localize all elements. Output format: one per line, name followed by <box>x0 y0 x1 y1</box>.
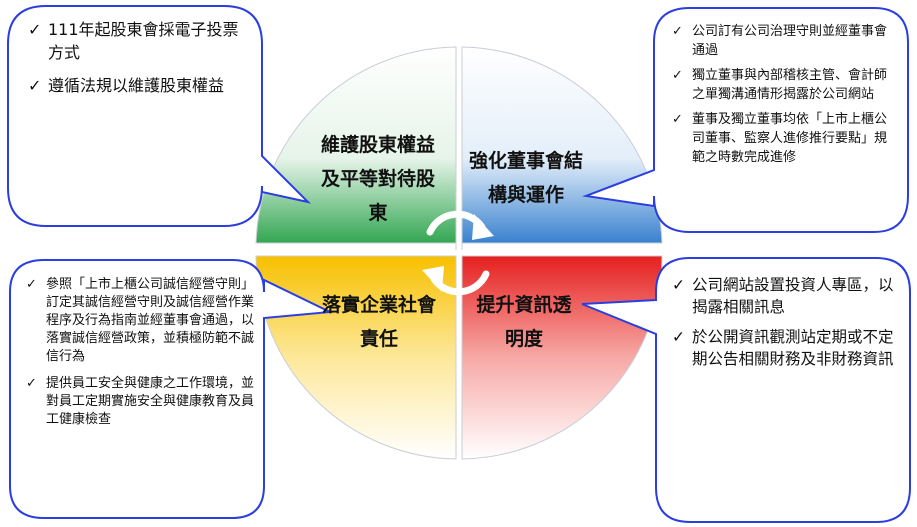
quadrant-label-board-structure: 強化董事會結構與運作 <box>468 150 583 206</box>
check-icon: ✓ <box>672 68 683 83</box>
cycle-arrowhead-bottom-icon <box>422 266 444 292</box>
callout-item: ✓參照「上市上櫃公司誠信經營守則」訂定其誠信經營守則及誠信經營作業程序及行為指南… <box>26 277 255 364</box>
check-icon: ✓ <box>672 328 685 346</box>
check-icon: ✓ <box>26 277 37 292</box>
check-icon: ✓ <box>672 24 683 39</box>
check-icon: ✓ <box>672 112 683 127</box>
check-icon: ✓ <box>28 76 42 95</box>
callout-bottom-right-bubble <box>581 257 911 523</box>
callout-item: ✓提供員工安全與健康之工作環境，並對員工定期實施安全與健康教育及員工健康檢查 <box>26 376 255 427</box>
callout-bottom-left-bubble <box>9 259 334 519</box>
quadrant-label-social-responsibility: 落實企業社會責任 <box>321 294 436 350</box>
quadrant-bottom-right <box>461 255 663 460</box>
callout-item: ✓董事及獨立董事均依「上市上櫃公司董事、監察人進修推行要點」規範之時數完成進修 <box>672 112 888 165</box>
callout-item: ✓公司訂有公司治理守則並經董事會通過 <box>672 24 888 58</box>
quadrant-label-transparency: 提升資訊透明度 <box>476 294 572 350</box>
quadrant-bottom-left <box>255 255 457 460</box>
callout-item: ✓公司網站設置投資人專區，以揭露相關訊息 <box>672 276 894 316</box>
callout-bottom-right: ✓公司網站設置投資人專區，以揭露相關訊息 ✓於公開資訊觀測站定期或不定期公告相關… <box>672 274 898 378</box>
callout-top-left-bubble <box>7 5 312 227</box>
callout-top-left: ✓111年起股東會採電子投票方式 ✓遵循法規以維護股東權益 <box>28 18 248 107</box>
check-icon: ✓ <box>28 20 42 39</box>
callout-top-right: ✓公司訂有公司治理守則並經董事會通過 ✓獨立董事與內部稽核主管、會計師之單獨溝通… <box>672 22 890 173</box>
check-icon: ✓ <box>26 376 37 391</box>
check-icon: ✓ <box>672 276 685 294</box>
callout-item: ✓獨立董事與內部稽核主管、會計師之單獨溝通情形揭露於公司網站 <box>672 68 888 102</box>
callout-item: ✓於公開資訊觀測站定期或不定期公告相關財務及非財務資訊 <box>672 328 894 368</box>
callout-item: ✓遵循法規以維護股東權益 <box>28 76 225 95</box>
quadrant-label-shareholder-rights: 維護股東權益及平等對待股東 <box>320 134 435 224</box>
callout-bottom-left: ✓參照「上市上櫃公司誠信經營守則」訂定其誠信經營守則及誠信經營作業程序及行為指南… <box>26 276 254 438</box>
callout-top-right-bubble <box>582 7 909 233</box>
cycle-arrowhead-top-icon <box>472 214 494 240</box>
callout-item: ✓111年起股東會採電子投票方式 <box>28 20 239 62</box>
